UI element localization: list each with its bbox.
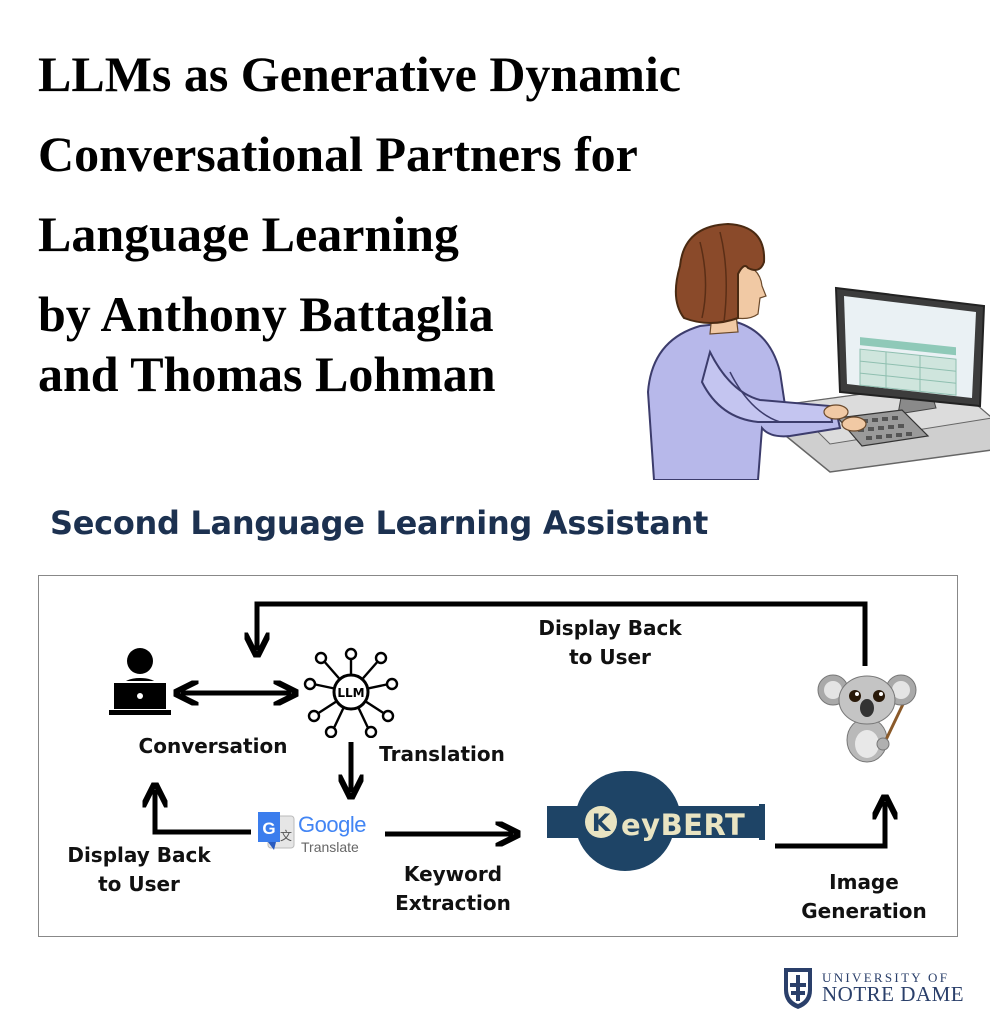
label-keyword-extraction: Keyword Extraction: [395, 862, 511, 915]
title-line: LLMs as Generative Dynamic: [38, 46, 681, 102]
koala-painter-icon: [817, 674, 917, 763]
notre-dame-text: NOTRE DAME: [822, 982, 965, 1006]
google-wordmark: Google: [298, 812, 366, 838]
woman-at-computer-illustration: [646, 222, 990, 480]
author-line: and Thomas Lohman: [38, 346, 496, 402]
flow-arrows: [39, 601, 959, 849]
arrow-display-back-bottom: [155, 790, 251, 835]
translate-wordmark: Translate: [301, 839, 359, 855]
llm-icon-text: LLM: [337, 686, 364, 700]
pipeline-diagram: LLM G 文 Google: [38, 575, 958, 937]
university-of-text: UNIVERSITY OF: [822, 970, 950, 985]
notre-dame-logo: UNIVERSITY OF NOTRE DAME: [782, 966, 968, 1012]
arrow-image-generation: [775, 802, 885, 849]
label-translation: Translation: [379, 742, 505, 766]
translate-glyph-icon: G 文: [258, 812, 295, 850]
notre-dame-shield-icon: [784, 968, 812, 1009]
llm-network-icon: LLM: [303, 647, 399, 738]
title-line: Conversational Partners for: [38, 126, 638, 182]
keybert-k: K: [592, 809, 612, 837]
poster-authors: by Anthony Battaglia and Thomas Lohman: [38, 284, 638, 404]
keybert-logo-shape: K: [547, 771, 765, 871]
google-wordmark-text: Google: [298, 812, 366, 837]
gt-x-glyph: 文: [280, 828, 292, 843]
label-conversation: Conversation: [138, 734, 288, 758]
title-line: Language Learning: [38, 206, 459, 262]
arrow-display-back-top: [257, 601, 868, 666]
label-display-back-bottom: Display Back to User: [67, 843, 211, 896]
gt-g-letter: G: [262, 819, 275, 838]
section-heading: Second Language Learning Assistant: [50, 504, 709, 542]
keybert-logo: K eyBERT: [543, 770, 765, 872]
user-at-computer-icon: [109, 648, 171, 715]
poster-title: LLMs as Generative Dynamic Conversationa…: [38, 34, 858, 274]
google-translate-icon: G 文 Google Translate: [256, 810, 380, 858]
keybert-wordmark: eyBERT: [621, 808, 746, 842]
label-display-back-top: Display Back to User: [538, 616, 682, 669]
author-line: by Anthony Battaglia: [38, 286, 494, 342]
label-image-generation: Image Generation: [801, 870, 927, 923]
